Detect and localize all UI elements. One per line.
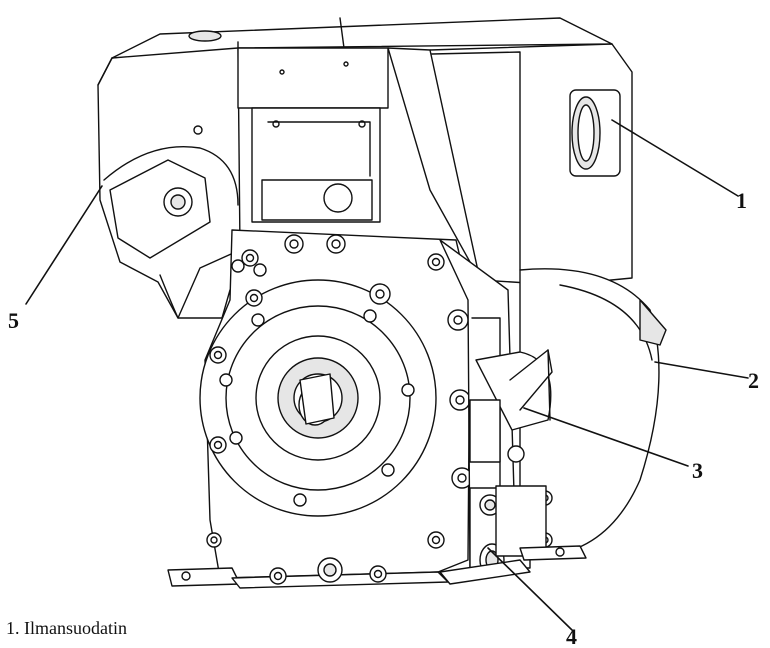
- leader-line-4: [487, 547, 573, 631]
- callout-2: 2: [748, 368, 759, 393]
- callout-5: 5: [8, 308, 19, 333]
- legend: 1. Ilmansuodatin: [6, 618, 127, 639]
- leader-line-3: [523, 407, 689, 467]
- callout-3: 3: [692, 458, 703, 483]
- legend-item: 1. Ilmansuodatin: [6, 618, 127, 639]
- legend-item-number: 1.: [6, 618, 20, 638]
- callout-1: 1: [736, 188, 747, 213]
- cylinder-block: [237, 47, 389, 223]
- base-feet: [167, 545, 587, 589]
- top-housing: [111, 17, 613, 59]
- air-filter-housing: [387, 43, 633, 286]
- leader-line-1: [611, 119, 739, 197]
- legend-item-label: Ilmansuodatin: [24, 618, 127, 638]
- fan-shroud: [97, 41, 241, 319]
- leader-line-2: [654, 361, 749, 379]
- cooling-drum: [519, 268, 667, 556]
- leader-line-5: [25, 185, 103, 305]
- leader-lines: [25, 119, 749, 631]
- callout-4: 4: [566, 624, 577, 648]
- crankcase: [199, 229, 471, 579]
